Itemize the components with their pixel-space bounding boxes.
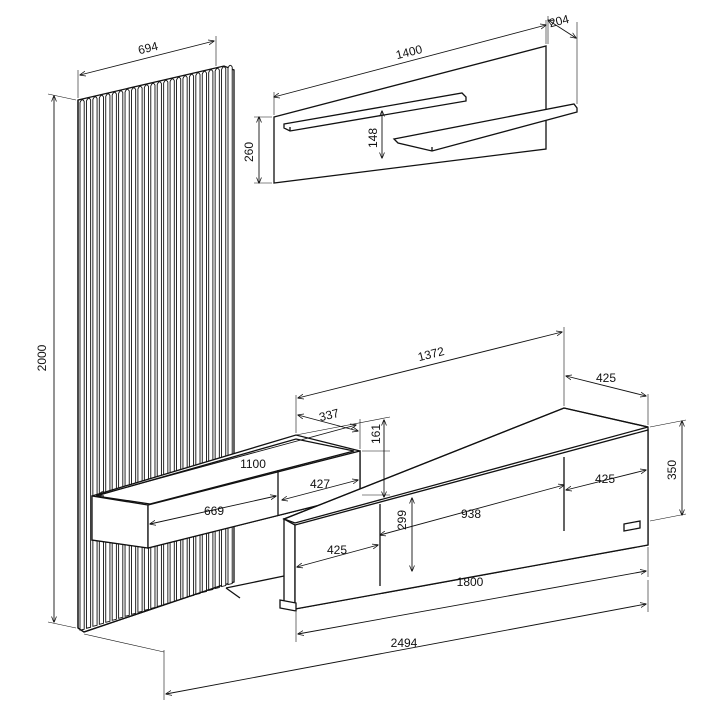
dim-label-drawer-height: 299 — [395, 510, 409, 530]
dim-label-tv-top-length: 1372 — [416, 344, 446, 364]
panel-slat — [85, 97, 92, 629]
dim-label-upper-depth: 337 — [318, 406, 341, 425]
dim-label-tv-height: 350 — [665, 460, 679, 480]
dim-label-shelf-spacing: 148 — [366, 128, 380, 148]
wall-shelf — [273, 45, 578, 184]
dim-label-drawer-right: 425 — [595, 472, 615, 486]
dim-label-shelf-depth: 204 — [548, 12, 571, 31]
dim-label-drawer-left: 425 — [327, 543, 347, 557]
dim-label-total-height: 2000 — [35, 344, 49, 371]
panel-slat — [98, 94, 104, 625]
dim-label-upper-width: 1100 — [240, 457, 266, 471]
dim-label-upper-drawer-left: 669 — [204, 504, 224, 518]
dim-label-total-width: 2494 — [391, 636, 418, 650]
dim-label-tv-length: 1800 — [457, 575, 484, 589]
slatted-wall-panel — [77, 64, 235, 633]
panel-slat — [79, 99, 85, 631]
dimension-lines — [47, 16, 687, 700]
dim-label-upper-drawer-right: 427 — [310, 477, 330, 491]
panel-slat — [92, 96, 98, 627]
dim-label-shelf-width: 1400 — [394, 42, 424, 62]
dim-label-upper-height: 161 — [369, 424, 383, 444]
dim-label-tv-depth: 425 — [596, 371, 616, 385]
dim-label-shelf-panel-height: 260 — [242, 142, 256, 162]
dim-label-panel-width: 694 — [137, 39, 160, 58]
dimension-labels: 694 2000 1400 204 260 148 1372 425 337 1… — [35, 12, 679, 650]
dim-label-drawer-middle: 938 — [461, 507, 481, 521]
